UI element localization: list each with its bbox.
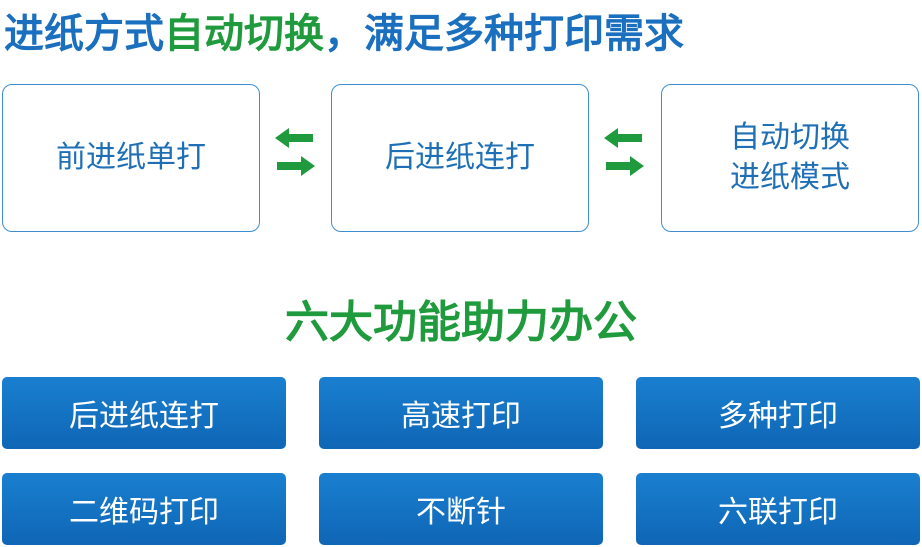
swap-arrows-icon <box>275 128 315 176</box>
mode-label: 前进纸单打 <box>56 140 206 175</box>
feature-six-part: 六联打印 <box>636 473 920 545</box>
mode-auto-switch: 自动切换 进纸模式 <box>661 84 919 232</box>
feature-qr-code: 二维码打印 <box>2 473 286 545</box>
section-title: 六大功能助力办公 <box>285 297 637 348</box>
feature-rear-feed-continuous: 后进纸连打 <box>2 377 286 449</box>
mode-label-line-1: 自动切换 <box>730 120 850 155</box>
mode-label-line-2: 进纸模式 <box>730 160 850 195</box>
headline: 进纸方式自动切换，满足多种打印需求 <box>4 6 920 62</box>
mode-rear-feed-continuous: 后进纸连打 <box>331 84 589 232</box>
feature-no-pin-break: 不断针 <box>319 473 603 545</box>
feature-high-speed: 高速打印 <box>319 377 603 449</box>
headline-highlight: 自动切换 <box>164 11 324 57</box>
mode-front-feed-single: 前进纸单打 <box>2 84 260 232</box>
swap-arrows-icon <box>604 128 644 176</box>
feature-multi-print: 多种打印 <box>636 377 920 449</box>
headline-part-2: ，满足多种打印需求 <box>324 11 684 57</box>
headline-part-1: 进纸方式 <box>4 11 164 57</box>
mode-label: 后进纸连打 <box>385 140 535 175</box>
